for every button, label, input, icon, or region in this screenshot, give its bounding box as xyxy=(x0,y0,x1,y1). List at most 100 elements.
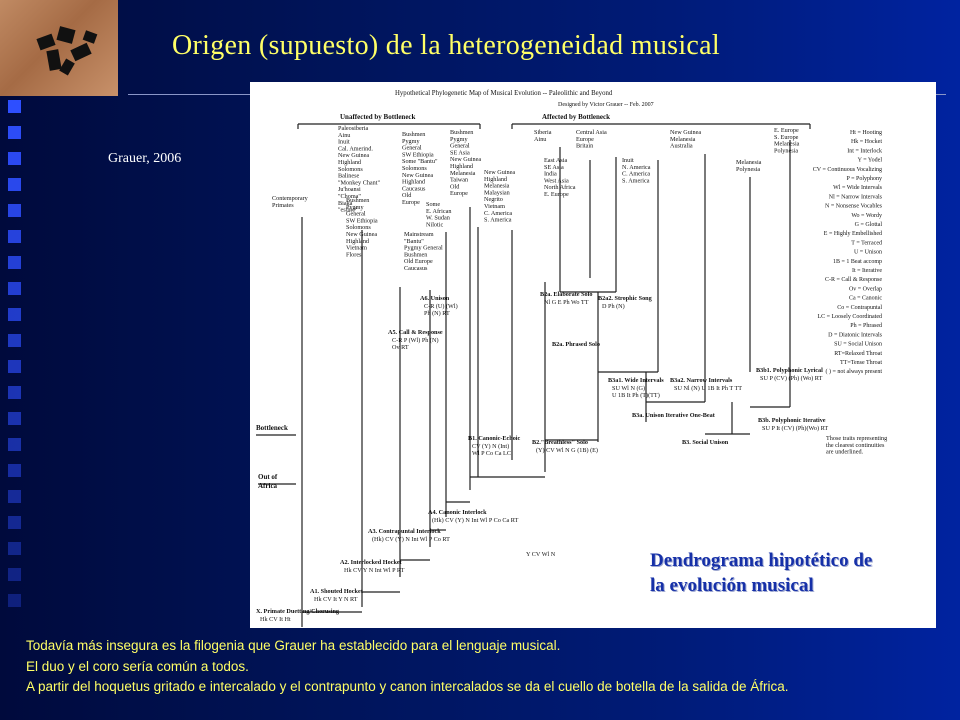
legend-entry: P = Polyphony xyxy=(846,176,882,182)
note-line-3: A partir del hoquetus gritado e intercal… xyxy=(26,679,789,694)
node-label: X. Primate Duetting/Chorusing xyxy=(256,608,340,615)
node-traits: Hk CV It Ht xyxy=(260,616,291,623)
legend-entry: C-R = Call & Response xyxy=(825,277,882,283)
group-label: Polynesia xyxy=(736,166,760,173)
node-traits: Hk CV Y N Int Wl P RT xyxy=(344,567,405,574)
group-label: Europe xyxy=(576,136,594,143)
group-label: Europe xyxy=(450,190,468,197)
group-label: Pygmy xyxy=(450,136,468,143)
group-label: Australia xyxy=(670,143,693,150)
group-label: Polynesia xyxy=(774,147,798,154)
note-line-1: Todavía más insegura es la filogenia que… xyxy=(26,638,561,653)
legend-entry: 1B = 1 Beat accomp xyxy=(833,259,882,265)
node-traits: C-R (U) (Wl) xyxy=(424,303,458,310)
diagram-title: Hypothetical Phylogenetic Map of Musical… xyxy=(395,90,613,97)
node-label: A4. Canonic Interlock xyxy=(428,509,487,516)
group-label: Pygmy xyxy=(402,138,420,145)
group-label: Siberia xyxy=(534,129,552,136)
group-label: E. African xyxy=(426,208,451,215)
legend-entry: Int = Interlock xyxy=(847,148,882,154)
caption-line-1: Dendrograma hipotético de xyxy=(650,550,873,571)
decorative-square xyxy=(8,412,21,425)
decorative-square xyxy=(8,568,21,581)
group-label: Ju'hoansi xyxy=(338,186,361,193)
node-label: B3. Social Unison xyxy=(682,439,729,446)
node-label: B3a1. Wide Intervals xyxy=(608,377,664,384)
legend-note: are underlined. xyxy=(826,449,864,456)
node-traits: SU Nl (N) U 1B It Ph T TT xyxy=(674,385,742,392)
group-label: Taiwan xyxy=(450,177,468,184)
node-label: B3b1. Polyphonic Lyrical xyxy=(756,367,823,374)
group-label: S. America xyxy=(622,177,650,184)
group-label: Inuit xyxy=(338,139,350,146)
group-label: Ainu xyxy=(534,136,546,143)
node-label: A6. Unison xyxy=(420,295,450,302)
group-label: SE Asia xyxy=(450,149,470,156)
node-label: A1. Shouted Hocket xyxy=(310,588,364,595)
group-label: Contemporary xyxy=(272,195,309,202)
group-label: New Guinea xyxy=(402,172,433,179)
node-label: A3. Contrapuntal Interlock xyxy=(368,528,441,535)
group-label: Bushmen xyxy=(404,251,427,258)
group-label: Malaysian xyxy=(484,189,510,196)
group-label: SW Ethiopia xyxy=(346,217,378,224)
node-traits: (Hk) CV (Y) N Int Wl P Co RT xyxy=(372,536,450,543)
out-of-africa-label: Out of xyxy=(258,473,278,481)
legend-note: the clearest continuities xyxy=(826,442,885,449)
legend-entry: N = Nonsense Vocables xyxy=(825,204,883,210)
group-label: West Asia xyxy=(544,177,569,184)
legend-entry: TT=Tense Throat xyxy=(840,360,882,366)
affected-label: Affected by Bottleneck xyxy=(542,113,610,121)
group-label: Europe xyxy=(402,199,420,206)
legend-entry: Ov = Overlap xyxy=(849,286,882,292)
group-label: "esime" xyxy=(338,207,358,214)
group-label: Inuit xyxy=(622,157,634,164)
group-label: C. America xyxy=(484,210,512,217)
group-label: General xyxy=(450,143,470,150)
group-label: Pygmy xyxy=(346,204,364,211)
node-traits: D Ph (N) xyxy=(602,303,625,310)
group-label: Nilotic xyxy=(426,221,443,228)
decorative-square xyxy=(8,386,21,399)
legend-entry: SU = Social Unison xyxy=(834,342,882,348)
node-label: B3a2. Narrow Intervals xyxy=(670,377,733,384)
group-label: "Choma" xyxy=(338,193,361,200)
group-label: SW Ethiopia xyxy=(402,151,434,158)
group-label: Highland xyxy=(346,238,370,245)
decorative-square xyxy=(8,282,21,295)
group-label: Highland xyxy=(402,179,426,186)
legend-entry: U = Unison xyxy=(854,250,882,256)
node-label: B2a. Elaborate Solo xyxy=(540,291,592,298)
legend-entry: ( ) = not always present xyxy=(825,368,882,375)
group-label: Melanesia xyxy=(670,136,696,143)
caption-line-2: la evolución musical xyxy=(650,575,814,596)
group-label: SE Asia xyxy=(544,164,564,171)
group-label: Ainu xyxy=(338,132,350,139)
group-label: Solomons xyxy=(346,224,371,231)
node-traits: (Y) CV Wl N G (1B) (E) xyxy=(536,447,598,454)
group-label: Old xyxy=(450,183,460,190)
diagram-author: Designed by Victor Grauer -- Feb. 2007 xyxy=(558,102,654,108)
legend-entry: Y = Yodel xyxy=(858,158,883,164)
node-traits: Nl G E Ph Wo TT xyxy=(544,299,589,306)
group-label: E. Europe xyxy=(774,127,799,134)
legend-entry: Nl = Narrow Intervals xyxy=(829,194,883,200)
group-label: Vietnam xyxy=(484,203,505,210)
group-label: Solomons xyxy=(402,165,427,172)
group-label: Balinese xyxy=(338,173,360,180)
logo-mark xyxy=(36,26,98,76)
phylogenetic-map: Hypothetical Phylogenetic Map of Musical… xyxy=(256,90,887,627)
node-traits: U 1B It Ph (T)(TT) xyxy=(612,392,660,399)
legend-entry: E = Highly Embellished xyxy=(824,231,882,237)
node-traits: Ph (N) RT xyxy=(424,310,450,317)
group-label: Primates xyxy=(272,202,294,209)
group-label: Mainstream xyxy=(404,231,434,238)
group-label: S. America xyxy=(484,217,512,224)
node-label: B2a2. Strophic Song xyxy=(598,295,653,302)
group-label: Highland xyxy=(338,159,362,166)
group-label: Melanesia xyxy=(736,159,762,166)
decorative-square xyxy=(8,464,21,477)
group-label: E. Europe xyxy=(544,191,569,198)
slide-notes: Todavía más insegura es la filogenia que… xyxy=(26,636,956,698)
legend-entry: It = Iterative xyxy=(852,268,882,274)
